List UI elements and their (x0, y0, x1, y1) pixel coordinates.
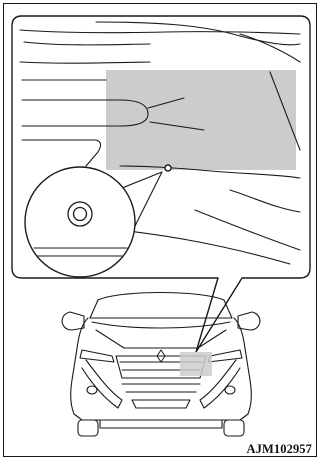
figure-code: AJM102957 (247, 443, 312, 456)
fog-light-right (225, 386, 235, 394)
tire-right (224, 420, 244, 436)
mirror-right (238, 312, 260, 330)
sensor-dot (165, 165, 171, 171)
vehicle-body (71, 318, 252, 420)
mirror-left (62, 312, 84, 330)
fog-light-left (87, 386, 97, 394)
magnifier-circle (25, 167, 135, 277)
headlight-right (208, 350, 242, 362)
highlight-area (106, 70, 296, 170)
vehicle-highlight-area (180, 352, 212, 376)
bumper-left-arm (82, 360, 122, 408)
tire-left (78, 420, 98, 436)
headlight-left (80, 350, 114, 362)
vehicle-front (62, 293, 260, 437)
